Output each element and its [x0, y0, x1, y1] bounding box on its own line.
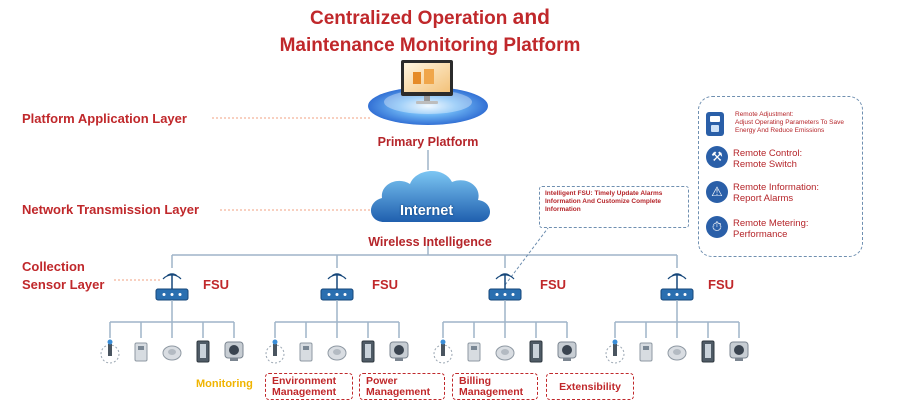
category-extensibility: Extensibility	[546, 373, 634, 400]
legend-item-desc: Remote Switch	[733, 159, 797, 170]
legend-item-remote-adjustment: Remote Adjustment: Adjust Operating Para…	[735, 111, 855, 135]
category-line: Management	[272, 386, 337, 398]
legend-item-desc: Adjust Operating Parameters To Save Ener…	[735, 119, 844, 134]
layer-label-network: Network Transmission Layer	[22, 202, 200, 217]
monitoring-label: Monitoring	[196, 378, 253, 390]
fsu-label: FSU	[372, 277, 398, 292]
meter-box-icon	[467, 342, 481, 362]
warning-icon: ⚠	[706, 181, 728, 203]
sensor-probe-icon	[605, 344, 625, 364]
category-line: Management	[366, 386, 431, 398]
internet-label: Internet	[400, 203, 454, 219]
remote-adjustment-icon	[706, 112, 724, 136]
intelligent-fsu-callout: Intelligent FSU: Timely Update Alarms In…	[539, 186, 689, 228]
remote-functions-legend	[698, 96, 863, 257]
layer-label-collection: Collection Sensor Layer	[22, 258, 104, 294]
legend-item-title: Remote Information:	[733, 182, 820, 193]
legend-item-title: Remote Metering:	[733, 218, 809, 229]
meter-box-icon	[299, 342, 313, 362]
category-line: Power	[366, 375, 398, 387]
fsu-router-group	[605, 273, 749, 364]
sensor-probe-icon	[100, 344, 120, 364]
legend-item-title: Remote Control:	[733, 148, 803, 159]
legend-item-remote-metering: Remote Metering: Performance	[733, 218, 853, 240]
fsu-router-group	[265, 273, 409, 364]
layer-label-platform: Platform Application Layer	[22, 111, 187, 126]
legend-item-desc: Performance	[733, 229, 788, 240]
legend-item-remote-control: Remote Control: Remote Switch	[733, 148, 853, 170]
fsu-router-group	[433, 273, 577, 364]
category-power-management: Power Management	[359, 373, 445, 400]
fsu-router-group	[100, 273, 244, 364]
page-title-line1: Centralized Operation and	[0, 6, 860, 30]
meter-box-icon	[639, 342, 653, 362]
legend-item-desc: Report Alarms	[733, 193, 794, 204]
wireless-label: Wireless Intelligence	[368, 235, 492, 249]
meter-box-icon	[134, 342, 148, 362]
collection-line2: Sensor Layer	[22, 277, 105, 292]
category-line: Billing	[459, 375, 492, 387]
sensor-probe-icon	[433, 344, 453, 364]
category-line: Management	[459, 386, 524, 398]
category-environment-management: Environment Management	[265, 373, 353, 400]
wrench-icon: ⚒	[706, 146, 728, 168]
page-title-line2: Maintenance Monitoring Platform	[279, 35, 581, 56]
primary-platform-label: Primary Platform	[377, 135, 479, 149]
category-line: Environment	[272, 375, 337, 387]
fsu-label: FSU	[540, 277, 566, 292]
sensor-probe-icon	[265, 344, 285, 364]
legend-item-title: Remote Adjustment:	[735, 111, 794, 118]
fsu-label: FSU	[708, 277, 734, 292]
internet-cloud-icon	[370, 170, 490, 222]
stopwatch-icon: ⏱	[706, 216, 728, 238]
title-part1: Centralized Operation	[309, 8, 513, 29]
primary-platform-icon	[368, 60, 488, 125]
category-billing-management: Billing Management	[452, 373, 538, 400]
collection-line1: Collection	[22, 259, 85, 274]
fsu-label: FSU	[203, 277, 229, 292]
title-and: and	[512, 6, 551, 29]
legend-item-remote-information: Remote Information: Report Alarms	[733, 182, 857, 204]
